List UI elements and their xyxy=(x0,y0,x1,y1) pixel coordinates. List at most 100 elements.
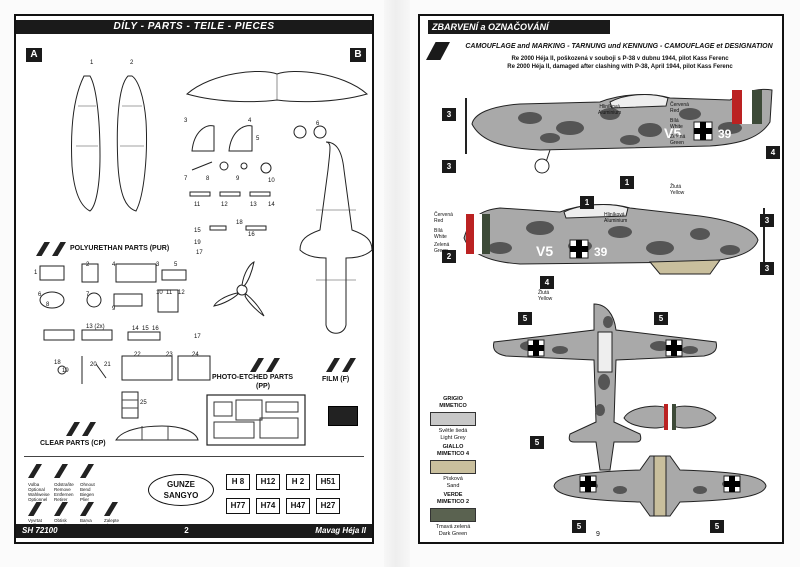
callout-number: 5 xyxy=(518,312,532,325)
film-title: FILM (F) xyxy=(322,376,350,383)
part-number: 12 xyxy=(221,202,228,208)
callout-number: 5 xyxy=(654,312,668,325)
pe-icon xyxy=(250,358,284,372)
camouflage-page: ZBARVENÍ a OZNAČOVÁNÍ CAMOUFLAGE and MAR… xyxy=(418,14,784,544)
optional-icon xyxy=(28,464,62,478)
publisher-logo-icon xyxy=(426,42,450,60)
canopy-parts-drawing xyxy=(191,125,253,152)
callout-number: 4 xyxy=(766,146,780,159)
label-yellow-2: Žlutá Yellow xyxy=(538,290,553,302)
profile-code: V5 xyxy=(664,125,681,141)
aircraft-note-en: Re 2000 Héja II, damaged after clashing … xyxy=(507,64,733,70)
part-number: 5 xyxy=(256,136,260,142)
wing-cross-right xyxy=(665,339,683,357)
callout-number: 5 xyxy=(710,520,724,533)
part-number: 21 xyxy=(104,362,111,368)
swatch-desc: Tmavá zelená Dark Green xyxy=(435,524,471,537)
profile-number: 39 xyxy=(718,127,732,141)
aircraft-note-cz: Re 2000 Héja II, poškozená v souboji s P… xyxy=(511,56,729,62)
callout-number: 3 xyxy=(442,108,456,121)
part-number: 13 (2x) xyxy=(86,324,105,330)
paint-code: H 2 xyxy=(286,474,310,490)
part-number: 10 xyxy=(156,290,163,296)
logo-line-2: SANGYO xyxy=(163,491,199,500)
tail-view xyxy=(623,404,717,430)
label-red-2: Červená Red xyxy=(434,212,453,224)
part-number: 10 xyxy=(268,178,275,184)
label-white-2: Bílá White xyxy=(434,228,447,240)
pur-title: POLYURETHAN PARTS (PUR) xyxy=(70,245,170,252)
pe-title: PHOTO-ETCHED PARTS xyxy=(212,374,294,381)
part-number: 7 xyxy=(184,176,188,182)
section-divider xyxy=(24,456,364,457)
legend-bend: Ohnout Bend Biegen Plier xyxy=(80,482,95,502)
swatch-name: GIALLO MIMETICO 4 xyxy=(436,444,470,457)
fuselage-halves-drawing xyxy=(71,75,147,212)
part-number: 18 xyxy=(54,360,61,366)
kit-code: SH 72100 xyxy=(22,526,58,535)
swatch-grigio: GRIGIO MIMETICO Světle šedá Light Grey xyxy=(430,396,476,442)
clear-title: CLEAR PARTS (CP) xyxy=(40,440,106,447)
part-number: 25 xyxy=(140,400,147,406)
part-number: 19 xyxy=(62,368,69,374)
paint-code: H77 xyxy=(226,498,250,514)
swatch-color-box xyxy=(430,412,476,426)
canopy-drawing xyxy=(115,425,199,441)
camouflage-header: ZBARVENÍ a OZNAČOVÁNÍ xyxy=(428,20,610,34)
callout-number: 2 xyxy=(442,250,456,263)
swatch-desc: Písková Sand xyxy=(443,476,463,489)
callout-number: 1 xyxy=(620,176,634,189)
part-number: 20 xyxy=(90,362,97,368)
paint-code: H 8 xyxy=(226,474,250,490)
parts-footer: SH 72100 2 Mavag Héja II xyxy=(16,524,372,538)
part-number: 4 xyxy=(112,262,116,268)
parts-page: DÍLY - PARTS - TEILE - PIECES A B 1 2 3 … xyxy=(14,14,374,544)
part-number: 12 xyxy=(178,290,185,296)
swatch-desc: Světle šedá Light Grey xyxy=(438,428,468,441)
part-number: 22 xyxy=(134,352,141,358)
wing-cross-left xyxy=(527,339,545,357)
label-aluminium-2: Hliníková Aluminium xyxy=(604,212,628,224)
top-view-upper xyxy=(493,303,717,471)
part-number: 11 xyxy=(194,202,201,208)
page-number: 2 xyxy=(184,526,189,535)
part-number: 2 xyxy=(86,262,90,268)
drill-icon xyxy=(28,502,62,516)
part-number: 1 xyxy=(90,60,94,66)
label-green: Zelená Green xyxy=(670,134,686,146)
decal-icon xyxy=(54,502,88,516)
part-number: 9 xyxy=(112,306,116,312)
paint-code: H47 xyxy=(286,498,310,514)
part-number: 15 xyxy=(142,326,149,332)
book-spine xyxy=(384,0,410,567)
part-number: 15 xyxy=(194,228,201,234)
propeller-drawing xyxy=(213,261,265,317)
parts-header: DÍLY - PARTS - TEILE - PIECES xyxy=(16,20,372,34)
callout-number: 4 xyxy=(540,276,554,289)
colour-icon xyxy=(80,502,114,516)
label-yellow: Žlutá Yellow xyxy=(670,184,685,196)
part-number: 17 xyxy=(196,250,203,256)
part-25-drawing xyxy=(121,391,139,419)
part-number: 11 xyxy=(166,290,173,296)
part-number: 1 xyxy=(34,270,38,276)
pur-icon xyxy=(36,242,70,256)
profile-left-side: V5 39 xyxy=(465,88,773,174)
part-number: 2 xyxy=(130,60,134,66)
part-number: 6 xyxy=(316,121,320,127)
film-part xyxy=(328,406,358,426)
camouflage-subheader: CAMOUFLAGE and MARKING - TARNUNG und KEN… xyxy=(465,43,773,50)
paint-code: H27 xyxy=(316,498,340,514)
part-number: 3 xyxy=(156,262,160,268)
bend-icon xyxy=(80,464,114,478)
pe-fret-drawing xyxy=(206,394,306,446)
part-number: 6 xyxy=(38,292,42,298)
profile-right-side: V5 39 xyxy=(463,204,765,275)
part-number: 8 xyxy=(46,302,50,308)
paint-code: H12 xyxy=(256,474,280,490)
part-number: 24 xyxy=(192,352,199,358)
label-green-2: Zelená Green xyxy=(434,242,450,254)
sprue-a-label: A xyxy=(26,48,42,62)
part-number: 19 xyxy=(194,240,201,246)
logo-line-1: GUNZE xyxy=(167,480,195,489)
